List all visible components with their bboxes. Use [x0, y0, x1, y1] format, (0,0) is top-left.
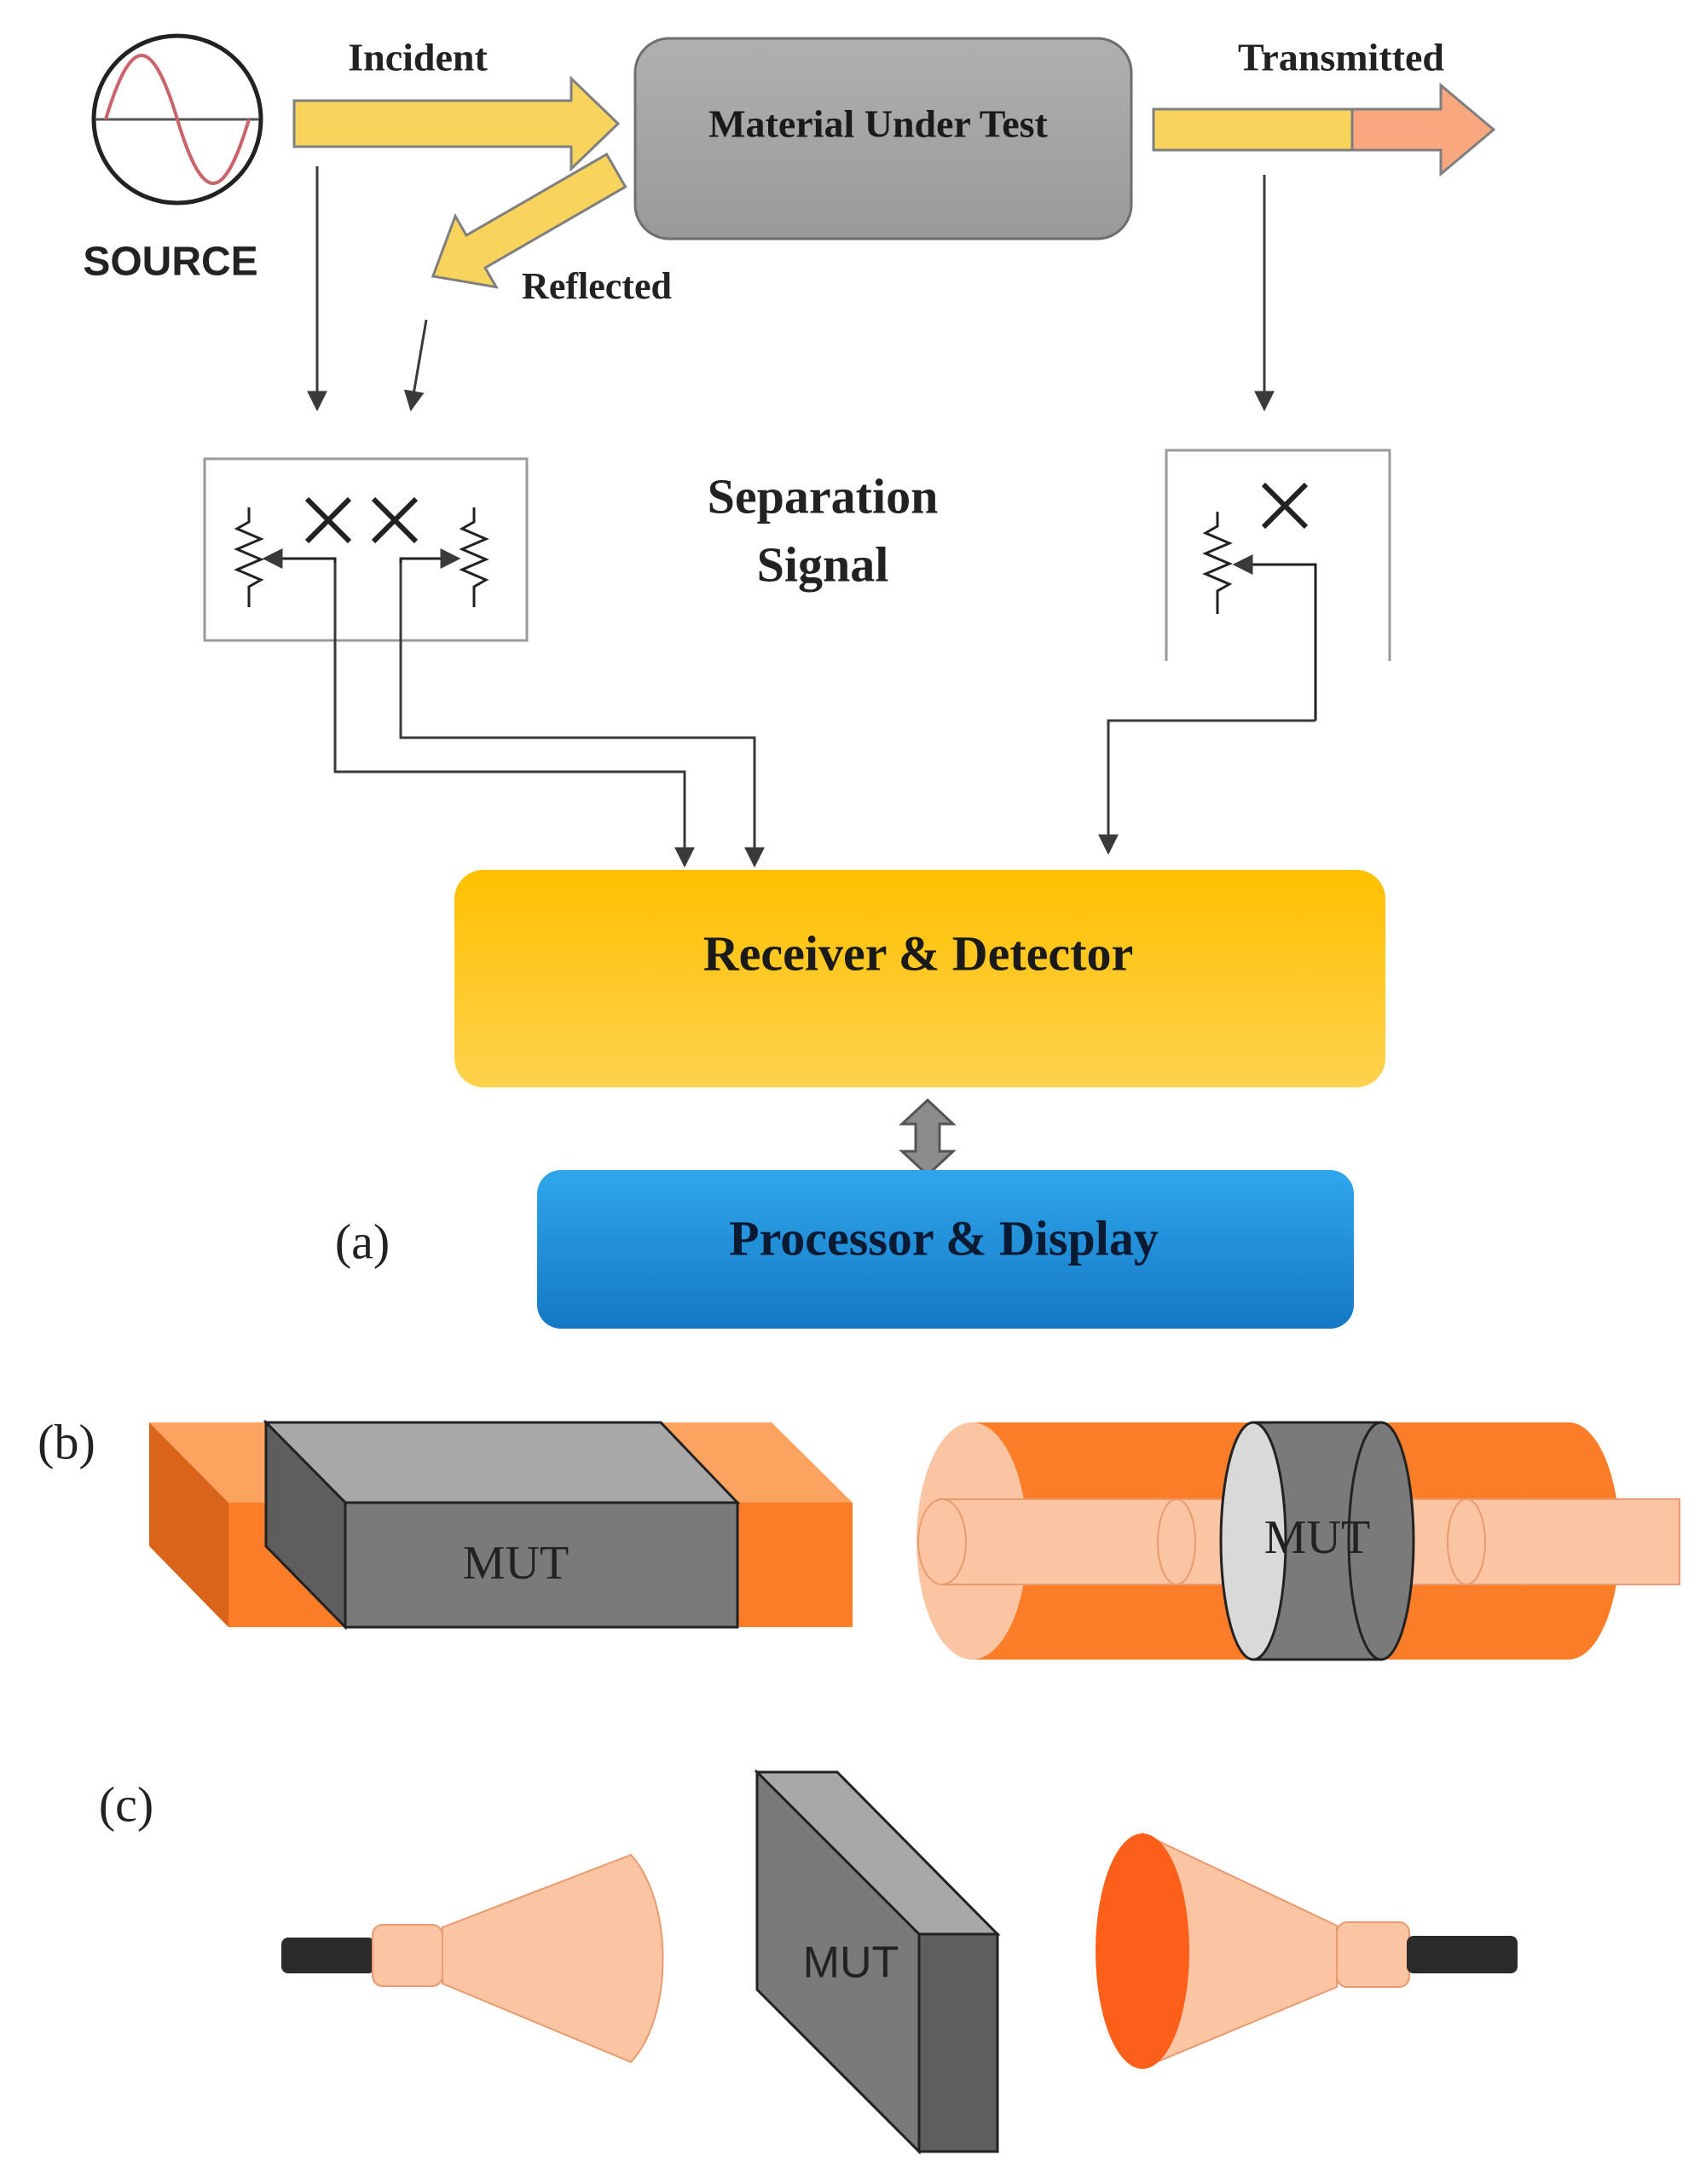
coaxial-mut-ring	[1219, 1421, 1415, 1661]
coaxial-mut-label: MUT	[1264, 1511, 1370, 1564]
reflected-sample-line	[403, 319, 428, 412]
panel-a-label: (a)	[335, 1214, 390, 1269]
resistor-icon	[459, 507, 489, 607]
material-under-test-label: Material Under Test	[708, 102, 1048, 146]
source-label: SOURCE	[83, 240, 257, 285]
panel-b: (b) MUT	[38, 1414, 1680, 1661]
panel-b-label: (b)	[38, 1414, 95, 1469]
bidirectional-arrow	[899, 1098, 957, 1178]
reflected-label: Reflected	[522, 265, 672, 307]
rectangular-waveguide: MUT	[149, 1419, 853, 1631]
route-line-transmitted	[1098, 719, 1315, 855]
coupler-cross-icon	[1261, 482, 1309, 530]
right-directional-coupler	[1165, 449, 1391, 721]
route-line-reflected	[399, 563, 765, 868]
panel-a: SOURCE Incident Material Under Test Tran…	[83, 33, 1496, 1329]
resistor-icon	[234, 507, 264, 607]
processor-display-label: Processor & Display	[729, 1210, 1159, 1266]
material-under-test-box	[633, 37, 1133, 240]
reflected-arrow	[431, 152, 627, 289]
left-directional-coupler	[203, 457, 529, 642]
receiver-detector-box	[454, 870, 1385, 1087]
left-horn-antenna-icon	[281, 1853, 664, 2064]
coupler-cross-icon	[371, 496, 419, 544]
coupler-cross-icon	[304, 496, 352, 544]
incident-arrow	[292, 75, 621, 172]
panel-c-label: (c)	[99, 1776, 153, 1832]
incident-label: Incident	[348, 36, 488, 79]
route-line-incident	[333, 563, 695, 868]
separation-label-line2: Signal	[757, 536, 889, 592]
right-horn-antenna-icon	[1096, 1832, 1518, 2070]
resistor-icon	[1202, 512, 1233, 614]
coaxial-line: MUT	[916, 1421, 1680, 1661]
waveguide-mut-label: MUT	[463, 1537, 569, 1590]
waveguide-mut-block	[263, 1419, 741, 1631]
transmitted-label: Transmitted	[1238, 36, 1444, 79]
source-icon	[91, 33, 263, 206]
free-space-mut-label: MUT	[803, 1938, 899, 1988]
transmitted-arrow	[1152, 82, 1496, 177]
panel-c: (c) MUT	[99, 1769, 1518, 2155]
free-space-mut-slab	[754, 1769, 1001, 2155]
receiver-detector-label: Receiver & Detector	[703, 925, 1133, 981]
separation-label-line1: Separation	[708, 468, 939, 524]
processor-display-box	[537, 1170, 1354, 1329]
